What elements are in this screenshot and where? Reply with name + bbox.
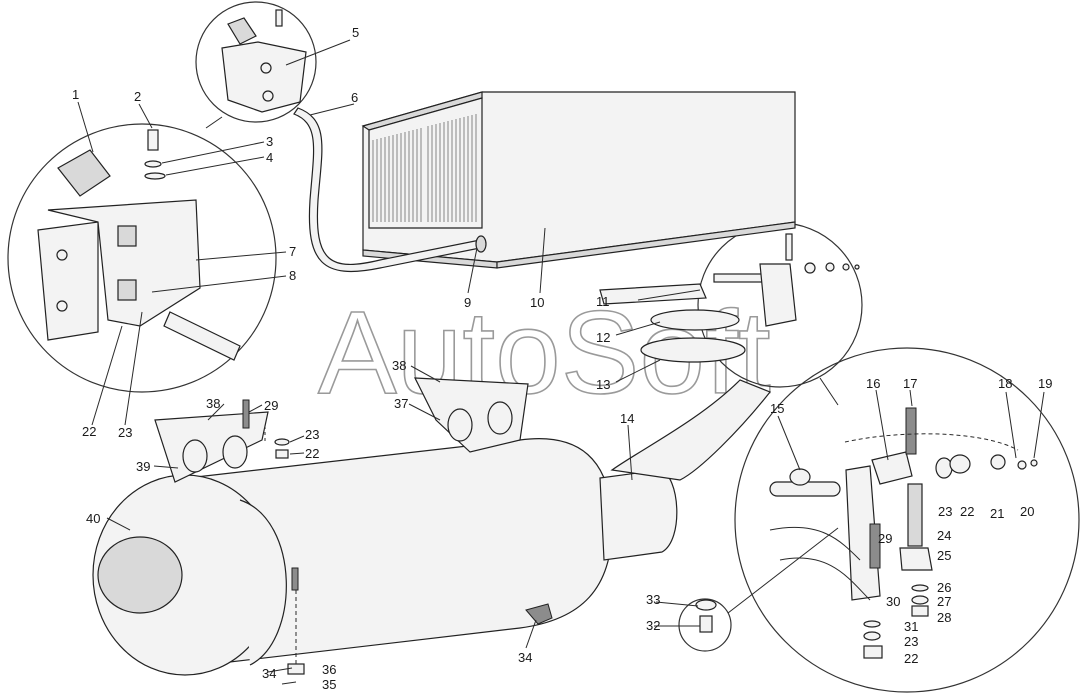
- bottom-right-detail-parts: [769, 407, 1038, 659]
- callout-label: 22: [82, 424, 96, 439]
- callout-label: 10: [530, 295, 544, 310]
- callout-label: 23: [938, 504, 952, 519]
- callout-label: 18: [998, 376, 1012, 391]
- callout-label: 8: [289, 268, 296, 283]
- mid-right-detail-parts: [599, 233, 860, 363]
- callout-labels: 1 2 3 4 5 6 7 8 9 10 11 12 13 14 15 16 1…: [72, 25, 1052, 692]
- callout-label: 30: [886, 594, 900, 609]
- top-detail-parts: [221, 9, 307, 113]
- detail-circle-left: [7, 123, 277, 393]
- callout-label: 5: [352, 25, 359, 40]
- detail-circle-top: [195, 1, 317, 123]
- callout-label: 34: [262, 666, 276, 681]
- callout-label: 29: [878, 531, 892, 546]
- callout-label: 26: [937, 580, 951, 595]
- callout-label: 6: [351, 90, 358, 105]
- callout-label: 17: [903, 376, 917, 391]
- callout-label: 20: [1020, 504, 1034, 519]
- callout-label: 21: [990, 506, 1004, 521]
- callout-label: 29: [264, 398, 278, 413]
- callout-label: 2: [134, 89, 141, 104]
- callout-label: 32: [646, 618, 660, 633]
- callout-label: 35: [322, 677, 336, 692]
- callout-label: 3: [266, 134, 273, 149]
- callout-label: 38: [392, 358, 406, 373]
- callout-label: 1: [72, 87, 79, 102]
- callout-label: 4: [266, 150, 273, 165]
- callout-label: 23: [904, 634, 918, 649]
- callout-label: 22: [960, 504, 974, 519]
- callout-label: 40: [86, 511, 100, 526]
- callout-label: 23: [118, 425, 132, 440]
- detail-circle-small: [678, 598, 732, 652]
- callout-label: 22: [305, 446, 319, 461]
- air-cleaner-body: [92, 377, 771, 676]
- leader-lines: [77, 39, 1045, 685]
- callout-label: 9: [464, 295, 471, 310]
- callout-label: 15: [770, 401, 784, 416]
- air-box: [361, 91, 796, 269]
- bolt-29: [242, 399, 250, 429]
- callout-label: 7: [289, 244, 296, 259]
- callout-label: 38: [206, 396, 220, 411]
- hose: [293, 107, 481, 272]
- callout-label: 34: [518, 650, 532, 665]
- callout-label: 12: [596, 330, 610, 345]
- left-detail-parts: [37, 129, 241, 361]
- callout-label: 11: [596, 294, 610, 309]
- callout-label: 28: [937, 610, 951, 625]
- callout-label: 31: [904, 619, 918, 634]
- callout-label: 22: [904, 651, 918, 666]
- small-detail-parts: [695, 599, 717, 633]
- callout-label: 36: [322, 662, 336, 677]
- callout-label: 16: [866, 376, 880, 391]
- callout-label: 14: [620, 411, 634, 426]
- callout-label: 33: [646, 592, 660, 607]
- callout-label: 23: [305, 427, 319, 442]
- callout-label: 39: [136, 459, 150, 474]
- detail-circle-bottom-right: [734, 347, 1080, 693]
- callout-label: 19: [1038, 376, 1052, 391]
- callout-label: 24: [937, 528, 951, 543]
- callout-label: 25: [937, 548, 951, 563]
- callout-label: 37: [394, 396, 408, 411]
- callout-label: 13: [596, 377, 610, 392]
- callout-label: 27: [937, 594, 951, 609]
